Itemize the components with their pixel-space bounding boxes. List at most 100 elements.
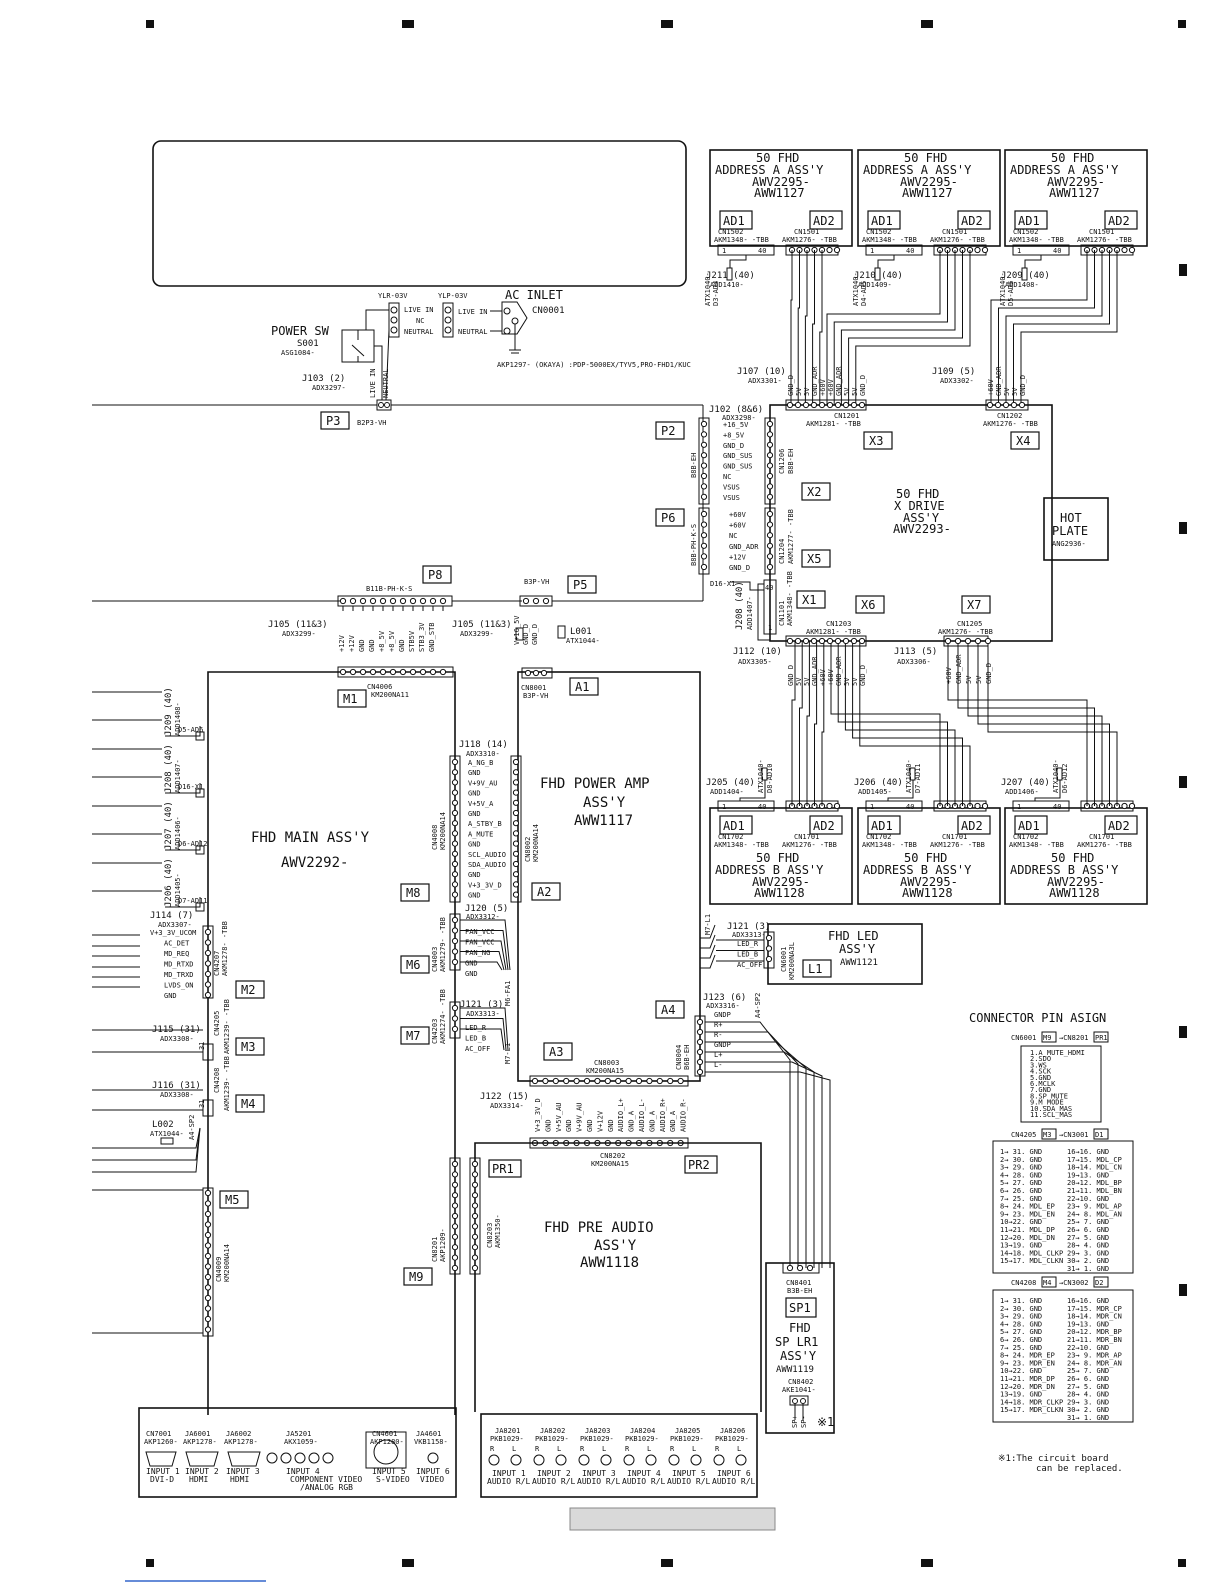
j112-pin-label: GND_D [859,665,867,686]
cn4008-pin [451,860,459,868]
j105-pin-label: GND [398,639,406,652]
left-jack-part: ADD1406- [174,816,182,850]
cn1201-pin [818,401,826,409]
side-label: ATX1040- [999,272,1007,306]
b8beh-label: B8B-EH [690,453,698,478]
j112-pin-label: 5V [803,677,811,686]
pin-line-left: 11→21. MDR_DP [1000,1375,1055,1383]
j102-pin [700,462,708,469]
j113-pin-label: +60V [945,666,953,684]
cn1203-pin [826,637,834,645]
cn4009-pin [204,1242,212,1249]
cn4009-pin [204,1210,212,1218]
j102-pin-2 [700,510,708,518]
j122-pin-label: V+9V_AU [576,1102,584,1132]
audio-l-jack-icon [555,1454,567,1466]
j122-pin-label: V+5V_AU [555,1102,563,1132]
cn8203-pin [471,1244,479,1251]
pin-line-right: 18→14. MDL_CN [1067,1164,1122,1172]
cn1205-label: CN1205 [957,620,982,628]
video-jack-l1: INPUT 4 [286,1467,320,1476]
audio-r-jack-icon [623,1454,635,1466]
ad1-tag [719,210,753,230]
pin-40-label: 40 [758,803,766,811]
j121-amp-pin-label: LED_B [465,1035,486,1043]
j107-pin-label: +60V [827,378,835,396]
j122-label: J122 (15) [480,1092,529,1102]
cn1203-pin [810,637,818,645]
ylr-label: YLR-03V [378,292,408,300]
pin-line-left: 7→ 25. GND [1000,1344,1042,1352]
ad1-tag [867,210,901,230]
video-jack-icon [427,1452,439,1464]
l002-label: L002 [152,1120,174,1130]
m7l1-amp: M7-L1 [504,1043,512,1064]
cn-right-part: AKM1276- -TBB [930,236,985,244]
address-wire [855,250,971,405]
address-line-3: AWW1128 [902,886,953,900]
audio-l-jack-icon [690,1454,702,1466]
j121-led-label: J121 (3) [727,922,770,932]
b2p3-label: B2P3-VH [357,419,387,427]
j118-pin-label: GND [468,892,481,900]
cn-right-part: AKM1276- -TBB [782,841,837,849]
j102-pin [700,420,708,428]
address-line-2: AWV2295- [1047,175,1105,189]
hdmi-jack-icon [227,1451,261,1467]
cn8203-part: AKM1350- [494,1214,502,1248]
cn1201-body [785,399,867,411]
cn1204-pin [766,521,774,528]
cn8401-label: CN8401 [786,1279,811,1287]
j123-pin-label: L- [714,1061,722,1069]
ad1-tag [1014,210,1048,230]
cn6001-part: KM200NA3L [788,942,796,980]
pin-40-label: 40 [906,803,914,811]
jack-part: ADD1406- [1005,788,1039,796]
a4sp2-main: A4-SP2 [188,1115,196,1140]
b3p-label: B3P-VH [524,578,549,586]
pin-line-right: 16→16. GND [1067,1297,1109,1305]
j112-label: J112 (10) [733,647,782,657]
address-line-1: ADDRESS B ASS'Y [863,863,972,877]
cn8004-pin [696,1028,704,1036]
cn-right-pin [981,246,989,254]
jack-part: ADD1410- [710,281,744,289]
audio-l-jack-icon [600,1454,612,1466]
j112-part: ADX3305- [738,658,772,666]
cn4008-pin [451,871,459,878]
cn-right-pin [974,246,981,254]
cn4003-label: CN4003 [431,947,439,972]
pre-l1: ASS'Y [594,1238,637,1254]
cn8203-pin [471,1212,479,1220]
amp-title: FHD POWER AMP [540,776,650,792]
audio-jack-l2: AUDIO R/L [487,1477,531,1486]
side2-label: D5-AD6 [1007,281,1015,306]
video-jack-l1: INPUT 1 [146,1467,180,1476]
audio-jack-cn: JA8206 [720,1427,745,1435]
cn-right-pin [1121,246,1128,254]
cn4207-pin [204,970,212,978]
jack-label: J207 (40) [1001,778,1050,788]
j123-wire [705,1041,807,1268]
j109-pin-label: 5V [1003,387,1011,396]
note-l1: ※1:The circuit board [998,1454,1109,1464]
pin-line-right: 25→ 7. GND [1067,1367,1109,1375]
cn4009-pin [204,1200,212,1207]
left-jack-diode-body [195,902,205,912]
audio-r-label: R [580,1445,585,1453]
left-jack-diode-body [195,845,205,855]
j118-pin-label: A_STBY_B [468,820,502,828]
pin-line-left: 14→18. MDL_CLKP [1000,1249,1063,1257]
address-wire [848,250,963,405]
cn8202-label: CN8202 [600,1152,625,1160]
pin-line: 3.WS [1030,1061,1047,1069]
pin-line-left: 1→ 31. GND [1000,1148,1042,1156]
cn4009-pin [204,1284,212,1291]
j105b-pin [532,597,540,605]
xdrive-l2: ASS'Y [903,511,940,525]
cn8201-pin [451,1192,459,1199]
side2-label: D6-AD12 [1061,763,1069,793]
j105-pin [399,597,407,605]
pin-line-right: 30→ 2. GND [1067,1406,1109,1414]
cn8201-pin [451,1202,459,1209]
